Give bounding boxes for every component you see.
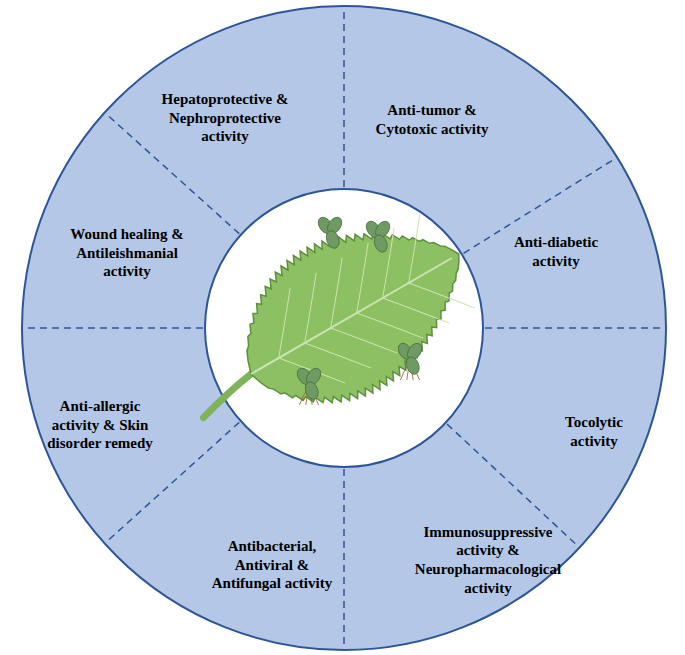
- leaf-midrib: [251, 258, 452, 374]
- activity-label: Anti-diabetic activity: [498, 233, 614, 271]
- leaf-illustration: [155, 183, 497, 473]
- sector-divider: [343, 7, 345, 187]
- activity-sector: Immunosuppressive activity & Neuropharma…: [398, 521, 578, 600]
- activity-label: Tocolytic activity: [541, 413, 647, 451]
- activity-sector: Wound healing & Antileishmanial activity: [62, 223, 192, 283]
- activity-sector: Anti-tumor & Cytotoxic activity: [372, 99, 492, 141]
- plantlet: [294, 366, 323, 405]
- dashed-dividers: [23, 7, 665, 649]
- activity-label: Immunosuppressive activity & Neuropharma…: [400, 523, 576, 598]
- leaf-vein: [381, 213, 447, 283]
- leaf-blade: [210, 183, 498, 442]
- leaf-stem: [196, 374, 258, 418]
- outer-ring: [22, 6, 666, 650]
- plantlet: [395, 341, 424, 380]
- activity-sector: Anti-diabetic activity: [496, 231, 616, 273]
- leaf-vein: [409, 261, 475, 331]
- activity-sector: Hepatoprotective & Nephroprotective acti…: [150, 88, 300, 148]
- activity-label: Wound healing & Antileishmanial activity: [64, 225, 190, 281]
- activity-label: Antibacterial, Antiviral & Antifungal ac…: [199, 537, 345, 593]
- activity-sector: Antibacterial, Antiviral & Antifungal ac…: [197, 535, 347, 595]
- sector-divider: [485, 327, 665, 329]
- sector-divider: [23, 327, 203, 329]
- activity-sector: Tocolytic activity: [539, 411, 649, 453]
- activity-sector: Anti-allergic activity & Skin disorder r…: [35, 395, 165, 455]
- activity-label: Anti-tumor & Cytotoxic activity: [374, 101, 490, 139]
- plantlet: [363, 219, 392, 254]
- activity-label: Anti-allergic activity & Skin disorder r…: [37, 397, 163, 453]
- sector-divider: [343, 469, 345, 649]
- plantlet: [315, 215, 344, 250]
- activity-label: Hepatoprotective & Nephroprotective acti…: [152, 90, 298, 146]
